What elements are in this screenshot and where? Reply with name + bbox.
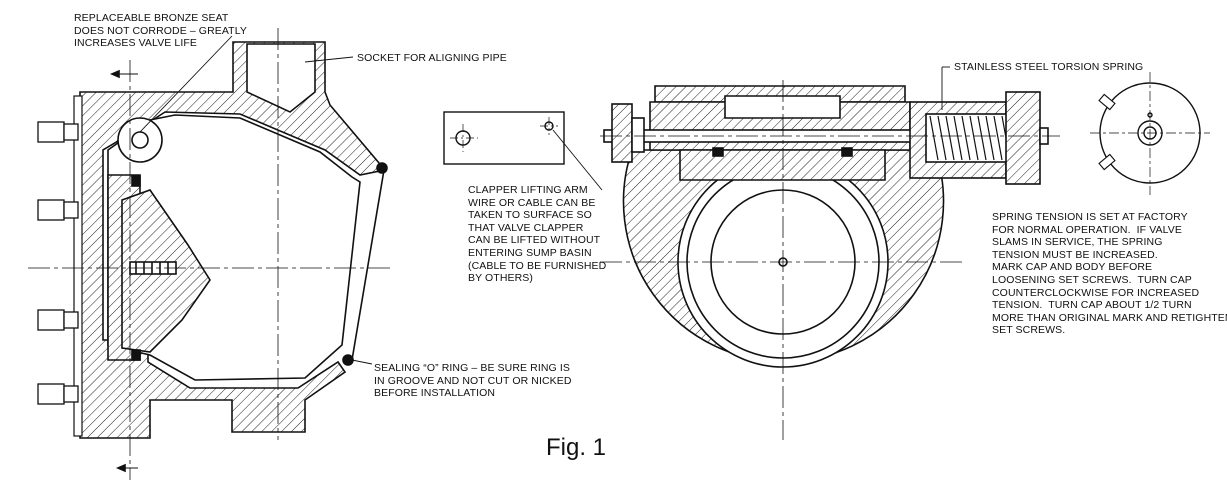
callout-line: TENSION MUST BE INCREASED. (992, 248, 1158, 261)
callout-line: REPLACEABLE BRONZE SEAT (74, 12, 229, 24)
callout-line: BEFORE INSTALLATION (374, 387, 496, 400)
callout-line: TAKEN TO SURFACE SO (468, 209, 592, 222)
callout-line: TENSION. TURN CAP ABOUT 1/2 TURN (992, 299, 1192, 312)
callout-line: SOCKET FOR ALIGNING PIPE (357, 52, 507, 64)
bronze-seat-callout: REPLACEABLE BRONZE SEAT DOES NOT CORRODE… (74, 12, 247, 50)
figure-label: Fig. 1 (546, 434, 607, 461)
section-view-body (28, 28, 390, 480)
clapper-arm-callout: CLAPPER LIFTING ARM WIRE OR CABLE CAN BE… (468, 184, 606, 285)
callout-line: SPRING TENSION IS SET AT FACTORY (992, 211, 1188, 223)
leader-lines-left (139, 35, 373, 365)
callout-line: SLAMS IN SERVICE, THE SPRING (992, 236, 1163, 249)
callout-line: BY OTHERS) (468, 272, 533, 285)
callout-line: WIRE OR CABLE CAN BE (468, 196, 596, 209)
callout-line: CLAPPER LIFTING ARM (468, 184, 588, 196)
callout-line: INCREASES VALVE LIFE (74, 37, 197, 50)
callout-line: MARK CAP AND BODY BEFORE (992, 261, 1153, 274)
torsion-spring-callout: STAINLESS STEEL TORSION SPRING (954, 61, 1143, 74)
callout-line: CAN BE LIFTED WITHOUT (468, 234, 601, 247)
callout-line: LOOSENING SET SCREWS. TURN CAP (992, 273, 1192, 286)
callout-line: FOR NORMAL OPERATION. IF VALVE (992, 223, 1182, 236)
o-ring-callout: SEALING “O” RING – BE SURE RING IS IN GR… (374, 362, 572, 400)
socket-callout: SOCKET FOR ALIGNING PIPE (357, 52, 507, 65)
callout-line: STAINLESS STEEL TORSION SPRING (954, 61, 1144, 73)
callout-line: MORE THAN ORIGINAL MARK AND RETIGHTEN (992, 311, 1227, 324)
callout-line: IN GROOVE AND NOT CUT OR NICKED (374, 374, 572, 387)
end-view-body (600, 66, 1060, 440)
clapper-arm-detail (443, 111, 603, 191)
callout-line: SEALING “O” RING – BE SURE RING IS (374, 362, 570, 374)
callout-line: THAT VALVE CLAPPER (468, 221, 584, 234)
callout-line: DOES NOT CORRODE – GREATLY (74, 24, 247, 37)
callout-line: ENTERING SUMP BASIN (468, 246, 592, 259)
callout-line: (CABLE TO BE FURNISHED (468, 259, 607, 272)
callout-line: COUNTERCLOCKWISE FOR INCREASED (992, 286, 1200, 299)
cap-end-view (1090, 72, 1210, 195)
callout-line: SET SCREWS. (992, 324, 1066, 337)
spring-tension-callout: SPRING TENSION IS SET AT FACTORY FOR NOR… (992, 211, 1227, 337)
